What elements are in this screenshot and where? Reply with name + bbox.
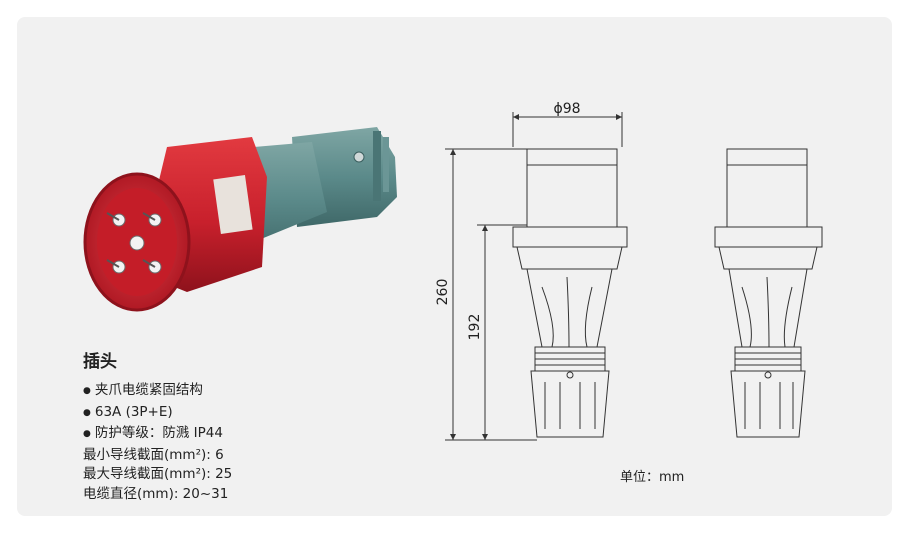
technical-drawing: ϕ98 260 192 xyxy=(435,101,823,441)
product-card: 插头 夹爪电缆紧固结构 63A (3P+E) 防护等级：防溅 IP44 最小导线… xyxy=(17,17,892,516)
unit-label: 单位：mm xyxy=(620,470,685,485)
feature-item: 夹爪电缆紧固结构 xyxy=(83,381,232,403)
plug-photo xyxy=(83,127,397,312)
product-title: 插头 xyxy=(83,352,117,372)
spec-max-section: 最大导线截面(mm²): 25 xyxy=(83,466,233,482)
spec-block: 插头 夹爪电缆紧固结构 63A (3P+E) 防护等级：防溅 IP44 最小导线… xyxy=(83,347,232,504)
spec-min-section: 最小导线截面(mm²): 6 xyxy=(83,446,224,463)
diameter-label: ϕ98 xyxy=(553,101,580,117)
body-length-label: 192 xyxy=(467,314,483,341)
feature-item: 防护等级：防溅 IP44 xyxy=(83,424,232,446)
spec-cable-diameter: 电缆直径(mm): 20~31 xyxy=(83,485,229,502)
total-length-label: 260 xyxy=(435,279,451,306)
feature-item: 63A (3P+E) xyxy=(83,403,232,425)
